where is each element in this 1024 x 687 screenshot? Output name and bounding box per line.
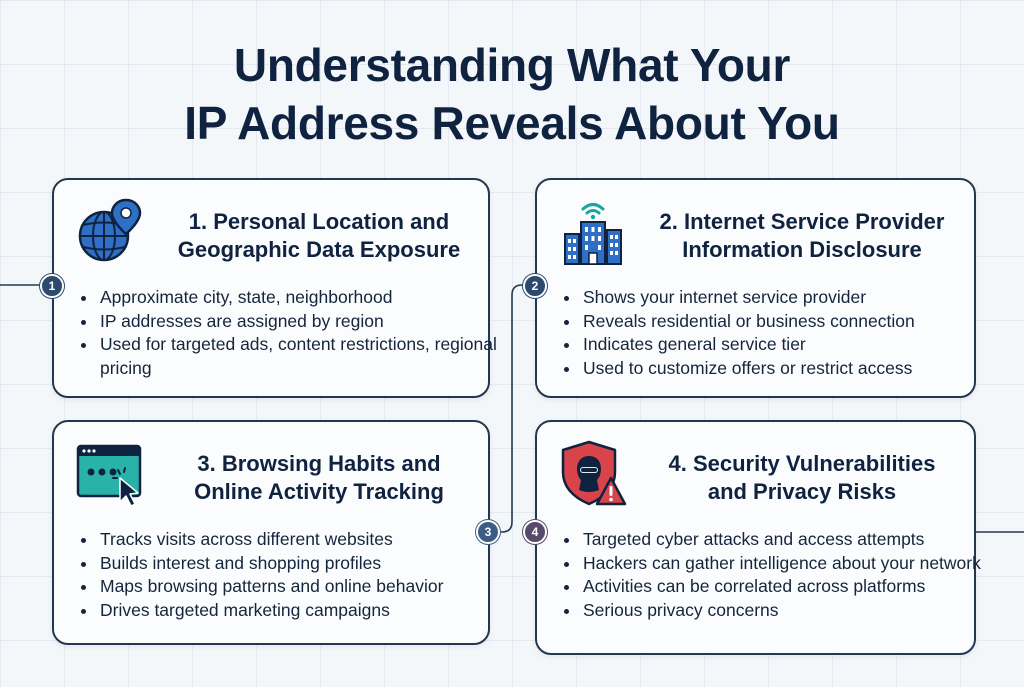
page-title: Understanding What Your IP Address Revea… — [0, 36, 1024, 152]
card-browsing-title-line-2: Online Activity Tracking — [194, 479, 444, 504]
card-isp: 2. Internet Service Provider Information… — [535, 178, 976, 398]
building-wifi-icon — [557, 196, 629, 268]
list-item: Indicates general service tier — [581, 333, 981, 357]
hacker-shield-warning-icon — [557, 438, 629, 510]
card-security-bullets: Targeted cyber attacks and access attemp… — [561, 528, 981, 622]
list-item: Activities can be correlated across plat… — [581, 575, 981, 599]
card-browsing-bullets: Tracks visits across different websites … — [78, 528, 498, 622]
step-badge-3: 3 — [476, 520, 500, 544]
list-item: Used for targeted ads, content restricti… — [98, 333, 498, 380]
card-isp-title: 2. Internet Service Provider Information… — [637, 208, 967, 264]
card-browsing-title: 3. Browsing Habits and Online Activity T… — [154, 450, 484, 506]
card-location-title-line-2: Geographic Data Exposure — [177, 237, 461, 262]
card-isp-title-line-1: 2. Internet Service Provider — [659, 209, 945, 234]
card-isp-title-line-2: Information Disclosure — [682, 237, 922, 262]
card-isp-bullets: Shows your internet service provider Rev… — [561, 286, 981, 380]
card-location-bullets: Approximate city, state, neighborhood IP… — [78, 286, 498, 380]
card-browsing: 3. Browsing Habits and Online Activity T… — [52, 420, 490, 645]
card-security-title-line-1: 4. Security Vulnerabilities — [668, 451, 936, 476]
step-badge-1: 1 — [40, 274, 64, 298]
list-item: Reveals residential or business connecti… — [581, 310, 981, 334]
list-item: Hackers can gather intelligence about yo… — [581, 552, 981, 576]
globe-location-icon — [74, 196, 146, 268]
list-item: Serious privacy concerns — [581, 599, 981, 623]
step-badge-2: 2 — [523, 274, 547, 298]
browser-cursor-icon — [74, 438, 146, 510]
list-item: Tracks visits across different websites — [98, 528, 498, 552]
card-browsing-title-line-1: 3. Browsing Habits and — [197, 451, 441, 476]
list-item: Used to customize offers or restrict acc… — [581, 357, 981, 381]
page-title-line-1: Understanding What Your — [233, 39, 791, 91]
card-security: 4. Security Vulnerabilities and Privacy … — [535, 420, 981, 655]
card-location-title: 1. Personal Location and Geographic Data… — [154, 208, 484, 264]
list-item: Maps browsing patterns and online behavi… — [98, 575, 498, 599]
card-security-title: 4. Security Vulnerabilities and Privacy … — [637, 450, 967, 506]
list-item: Approximate city, state, neighborhood — [98, 286, 498, 310]
list-item: Targeted cyber attacks and access attemp… — [581, 528, 981, 552]
page-title-line-2: IP Address Reveals About You — [184, 97, 840, 149]
step-badge-4: 4 — [523, 520, 547, 544]
card-security-title-line-2: and Privacy Risks — [707, 479, 897, 504]
list-item: Builds interest and shopping profiles — [98, 552, 498, 576]
list-item: IP addresses are assigned by region — [98, 310, 498, 334]
list-item: Drives targeted marketing campaigns — [98, 599, 498, 623]
list-item: Shows your internet service provider — [581, 286, 981, 310]
connector-2-to-3 — [498, 284, 533, 533]
card-location: 1. Personal Location and Geographic Data… — [52, 178, 497, 398]
card-location-title-line-1: 1. Personal Location and — [188, 209, 450, 234]
